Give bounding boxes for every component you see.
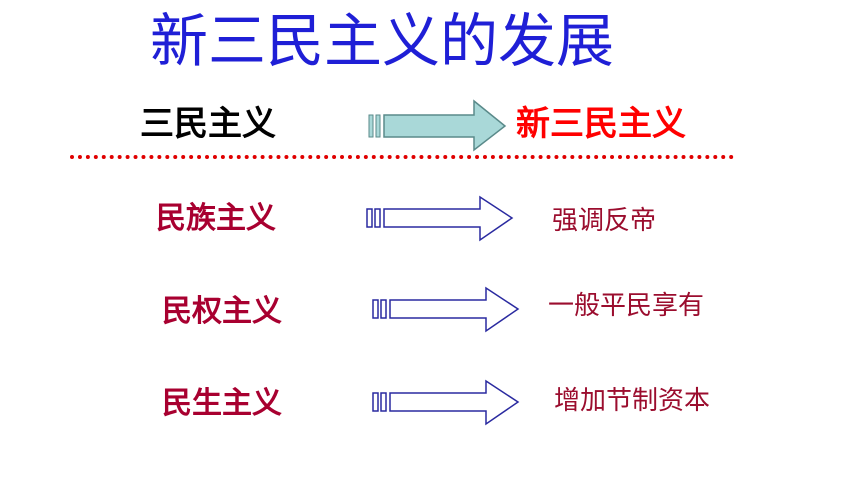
right-arrow-icon <box>372 286 520 333</box>
old-doctrine-label: 三民主义 <box>140 104 276 144</box>
principle-livelihood: 民生主义 <box>162 386 282 421</box>
right-arrow-icon <box>372 379 520 426</box>
principle-nationalism: 民族主义 <box>156 201 276 236</box>
meaning-livelihood: 增加节制资本 <box>554 386 711 416</box>
principle-democracy: 民权主义 <box>162 294 282 329</box>
meaning-democracy: 一般平民享有 <box>548 291 705 321</box>
page-title: 新三民主义的发展 <box>150 7 615 75</box>
new-doctrine-label: 新三民主义 <box>516 104 686 144</box>
right-arrow-icon <box>366 195 514 242</box>
meaning-nationalism: 强调反帝 <box>552 206 657 236</box>
main-right-arrow-icon <box>368 99 507 152</box>
dotted-divider <box>70 155 734 159</box>
